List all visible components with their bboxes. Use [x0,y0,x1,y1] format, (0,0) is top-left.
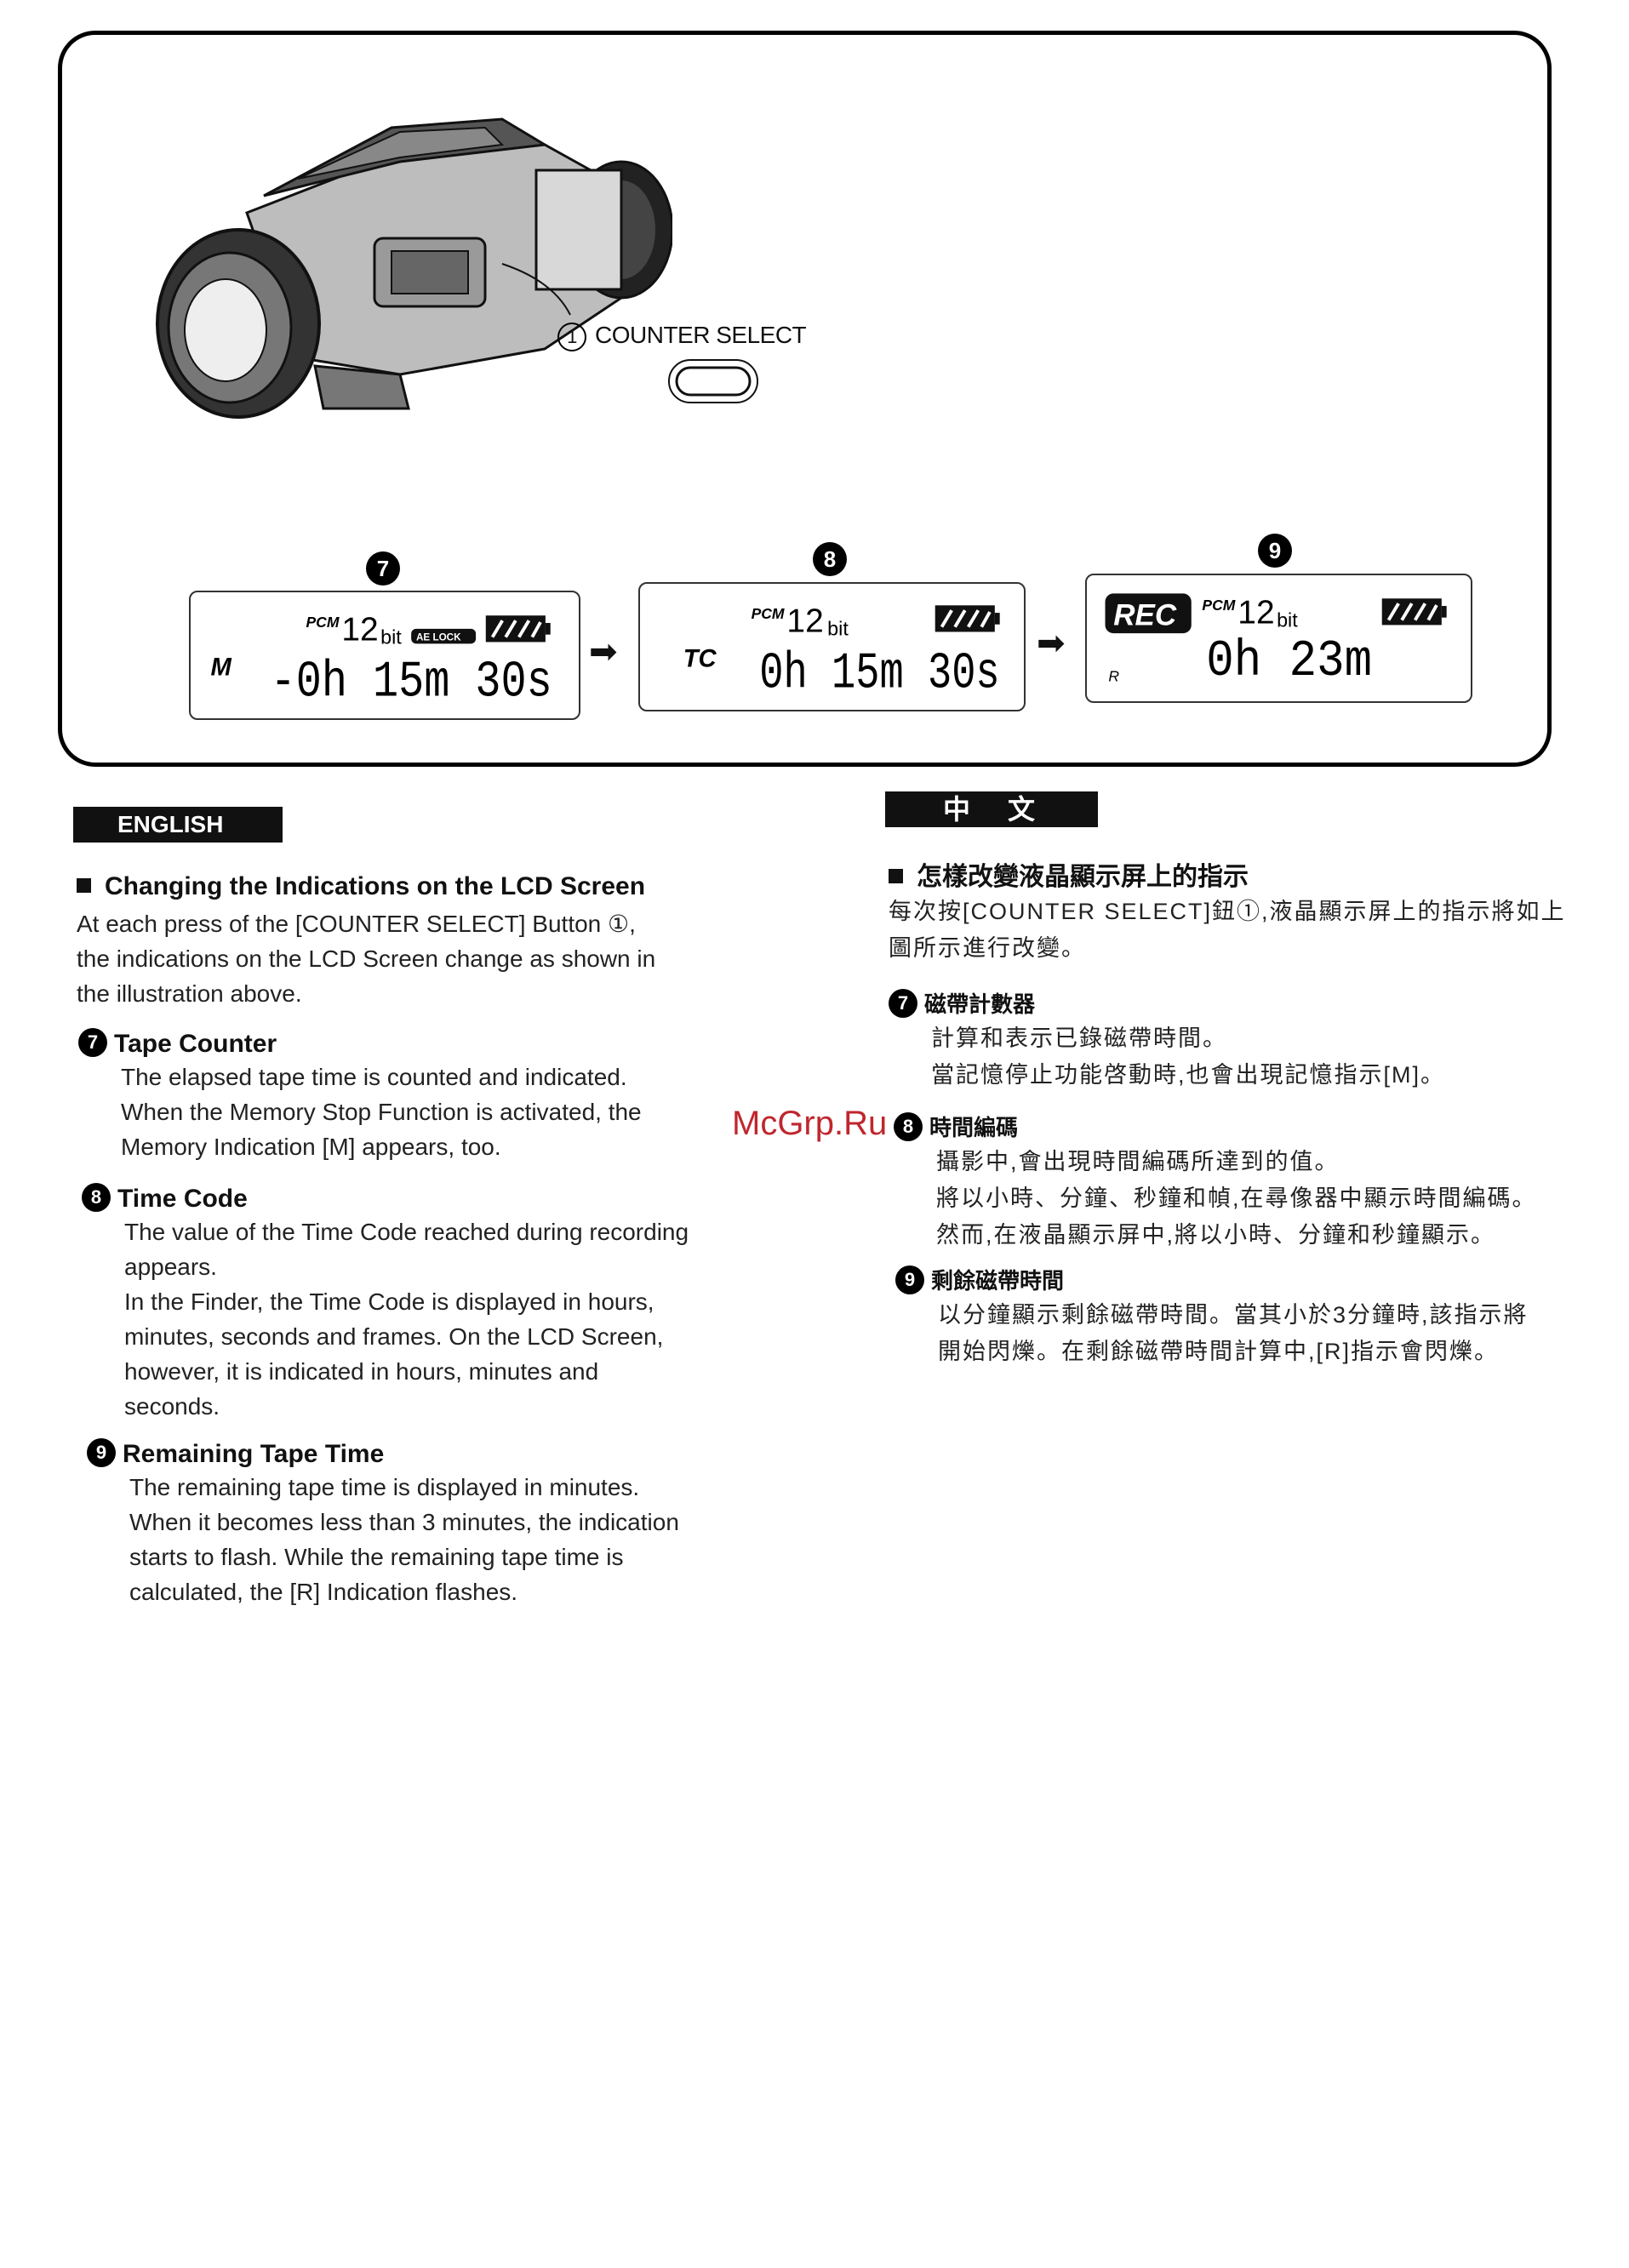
battery-icon [1381,598,1447,626]
section-line: 開始閃爍。在剩餘磁帶時間計算中,[R]指示會閃爍。 [938,1339,1500,1365]
rec-badge: REC [1113,598,1177,631]
square-bullet-icon [77,877,91,893]
section-line: 將以小時、分鐘、秒鐘和幀,在尋像器中顯示時間編碼。 [936,1185,1537,1212]
chinese-heading-text: 怎樣改變液晶顯示屏上的指示 [917,863,1249,891]
lcd-time-readout: 0h 15m 30s [759,646,999,704]
section-line: 以分鐘顯示剩餘磁帶時間。當其小於3分鐘時,該指示將 [938,1302,1529,1328]
chinese-heading: 怎樣改變液晶顯示屏上的指示 [889,855,1249,893]
lcd-display-timecode: PCM 12 bit TC 0h 15m 30s [638,582,1026,711]
arrow-right-icon: ➡ [589,633,618,671]
pcm-label: PCM [306,614,340,631]
section-line: starts to flash. While the remaining tap… [129,1544,624,1571]
camcorder-illustration [145,94,674,451]
section-line: Memory Indication [M] appears, too. [121,1134,501,1161]
intro-line: 每次按[COUNTER SELECT]鈕①,液晶顯示屏上的指示將如上 [889,899,1566,924]
bit-label: bit [1277,608,1298,631]
intro-line: 圖所示進行改變。 [889,935,1086,961]
intro-line: the illustration above. [77,980,302,1007]
square-bullet-icon [889,868,903,883]
chinese-intro: 每次按[COUNTER SELECT]鈕①,液晶顯示屏上的指示將如上 圖所示進行… [889,894,1595,967]
section-title: Remaining Tape Time [123,1440,385,1468]
section-number: 8 [894,1112,923,1142]
callout-label: COUNTER SELECT [595,322,807,348]
section-number: 9 [87,1438,116,1468]
illustration-frame [58,31,1552,767]
section-line: When it becomes less than 3 minutes, the… [129,1509,679,1536]
intro-line: the indications on the LCD Screen change… [77,945,656,972]
section-line: The value of the Time Code reached durin… [124,1219,689,1246]
section-line: however, it is indicated in hours, minut… [124,1358,599,1385]
step-number: 8 [813,542,847,576]
section-line: 攝影中,會出現時間編碼所達到的值。 [936,1149,1340,1175]
section-line: calculated, the [R] Indication flashes. [129,1579,518,1606]
bit-value: 12 [786,603,823,639]
bit-value: 12 [341,611,378,648]
section-line: The remaining tape time is displayed in … [129,1474,640,1501]
bit-label: bit [380,626,402,648]
section-line: seconds. [124,1393,220,1420]
section-line: The elapsed tape time is counted and ind… [121,1064,627,1091]
section-title: 剩餘磁帶時間 [931,1268,1065,1294]
section-number: 7 [889,989,917,1019]
section-line: 當記憶停止功能啓動時,也會出現記憶指示[M]。 [931,1062,1445,1088]
battery-icon [935,605,1000,632]
bit-value: 12 [1237,594,1274,631]
english-tag: ENGLISH [73,807,283,843]
section-title: Time Code [117,1185,248,1213]
section-line: In the Finder, the Time Code is displaye… [124,1288,654,1316]
section-line: 計算和表示已錄磁帶時間。 [931,1025,1227,1052]
chinese-tag: 中 文 [885,791,1098,827]
mode-indicator: R [1108,668,1119,685]
watermark: McGrp.Ru [732,1105,888,1142]
lcd-time-readout: -0h 15m 30s [271,654,552,712]
lcd-display-counter: PCM 12 bit AE LOCK M -0h 15m 30s [189,591,580,720]
lcd-display-remaining: REC PCM 12 bit R 0h 23m [1085,574,1472,703]
mode-indicator: TC [683,645,717,672]
section-line: 然而,在液晶顯示屏中,將以小時、分鐘和秒鐘顯示。 [936,1222,1496,1248]
section-title: 磁帶計數器 [924,991,1036,1017]
counter-select-button [666,357,760,405]
pcm-label: PCM [1202,597,1235,614]
mode-indicator: M [211,654,232,681]
ae-lock-badge: AE LOCK [416,631,461,643]
section-title: Tape Counter [114,1030,277,1058]
battery-icon [485,615,551,643]
chinese-section-remaining-tape-time: 9 剩餘磁帶時間 以分鐘顯示剩餘磁帶時間。當其小於3分鐘時,該指示將 開始閃爍。在… [895,1264,1602,1370]
section-title: 時間編碼 [929,1115,1019,1140]
counter-select-callout: 1 COUNTER SELECT [557,322,807,351]
step-number: 7 [366,551,400,586]
section-number: 9 [895,1265,924,1295]
bit-label: bit [827,617,849,639]
lcd-time-readout: 0h 23m [1206,633,1372,691]
pcm-label: PCM [752,605,785,622]
english-heading-text: Changing the Indications on the LCD Scre… [105,872,646,900]
section-number: 8 [82,1183,111,1213]
section-line: When the Memory Stop Function is activat… [121,1099,642,1126]
chinese-section-tape-counter: 7 磁帶計數器 計算和表示已錄磁帶時間。 當記憶停止功能啓動時,也會出現記憶指示[… [889,987,1595,1094]
english-intro: At each press of the [COUNTER SELECT] Bu… [77,906,809,1011]
arrow-right-icon: ➡ [1037,625,1066,662]
callout-number: 1 [557,322,586,351]
step-number: 9 [1258,534,1292,568]
section-number: 7 [78,1028,107,1058]
section-line: appears. [124,1254,217,1281]
english-heading: Changing the Indications on the LCD Scre… [77,872,645,901]
section-line: minutes, seconds and frames. On the LCD … [124,1323,664,1351]
intro-line: At each press of the [COUNTER SELECT] Bu… [77,911,636,937]
